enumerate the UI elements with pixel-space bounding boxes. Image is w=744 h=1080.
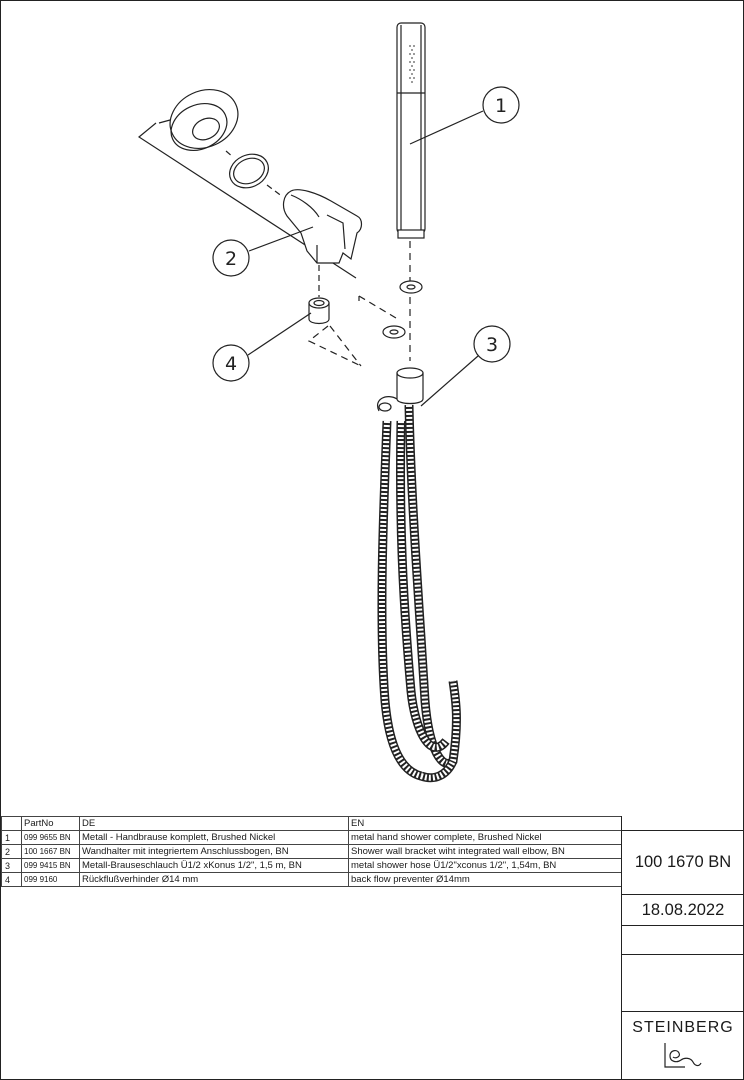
row-part-no: 099 9655 BN	[21, 830, 80, 845]
hand-shower-part-1	[396, 22, 426, 239]
row-part-no: 100 1667 BN	[21, 844, 80, 859]
row-index: 4	[1, 872, 22, 887]
title-block: 100 1670 BN 18.08.2022 STEINBERG	[621, 816, 744, 1079]
table-row: 3 099 9415 BN Metall-Brauseschlauch Ü1/2…	[1, 858, 622, 873]
brand-logo-icon	[664, 1043, 702, 1068]
row-index: 2	[1, 844, 22, 859]
drawing-date: 18.08.2022	[622, 895, 744, 926]
title-block-empty-cell	[622, 926, 744, 955]
callout-label-3: 3	[486, 334, 498, 356]
row-description-en: metal hand shower complete, Brushed Nick…	[348, 830, 622, 845]
row-description-de: Metall-Brauseschlauch Ü1/2 xKonus 1/2", …	[79, 858, 349, 873]
row-description-de: Wandhalter mit integriertem Anschlussbog…	[79, 844, 349, 859]
row-part-no: 099 9160	[21, 872, 80, 887]
table-row: 4 099 9160 Rückflußverhinder Ø14 mm back…	[1, 872, 622, 887]
callout-label-4: 4	[225, 353, 237, 375]
shower-hose-part-3	[377, 367, 461, 783]
header-de: DE	[79, 816, 349, 831]
table-header-row: PartNo DE EN	[1, 816, 622, 831]
parts-list-table: PartNo DE EN 1 099 9655 BN Metall - Hand…	[1, 816, 622, 887]
callout-label-1: 1	[495, 95, 507, 117]
header-partno: PartNo	[21, 816, 80, 831]
title-block-empty-cell	[622, 955, 744, 1012]
exploded-view-drawing: 1 2 3 4	[137, 22, 520, 783]
row-index: 3	[1, 858, 22, 873]
brand-cell: STEINBERG	[622, 1012, 744, 1079]
header-index	[1, 816, 22, 831]
callout-3	[420, 325, 511, 407]
header-en: EN	[348, 816, 622, 831]
wall-bracket-part-2	[137, 89, 363, 279]
table-row: 1 099 9655 BN Metall - Handbrause komple…	[1, 830, 622, 845]
callout-1	[409, 86, 520, 145]
row-description-en: Shower wall bracket wiht integrated wall…	[348, 844, 622, 859]
row-part-no: 099 9415 BN	[21, 858, 80, 873]
back-flow-preventer-part-4	[307, 265, 397, 367]
row-index: 1	[1, 830, 22, 845]
callout-2	[212, 226, 314, 277]
row-description-de: Rückflußverhinder Ø14 mm	[79, 872, 349, 887]
callout-label-2: 2	[225, 248, 237, 270]
row-description-de: Metall - Handbrause komplett, Brushed Ni…	[79, 830, 349, 845]
table-row: 2 100 1667 BN Wandhalter mit integrierte…	[1, 844, 622, 859]
row-description-en: metal shower hose Ü1/2"xconus 1/2", 1,54…	[348, 858, 622, 873]
callout-4	[212, 312, 312, 382]
brand-name: STEINBERG	[632, 1019, 734, 1036]
article-number: 100 1670 BN	[622, 831, 744, 895]
row-description-en: back flow preventer Ø14mm	[348, 872, 622, 887]
title-block-top-cell	[622, 816, 744, 831]
